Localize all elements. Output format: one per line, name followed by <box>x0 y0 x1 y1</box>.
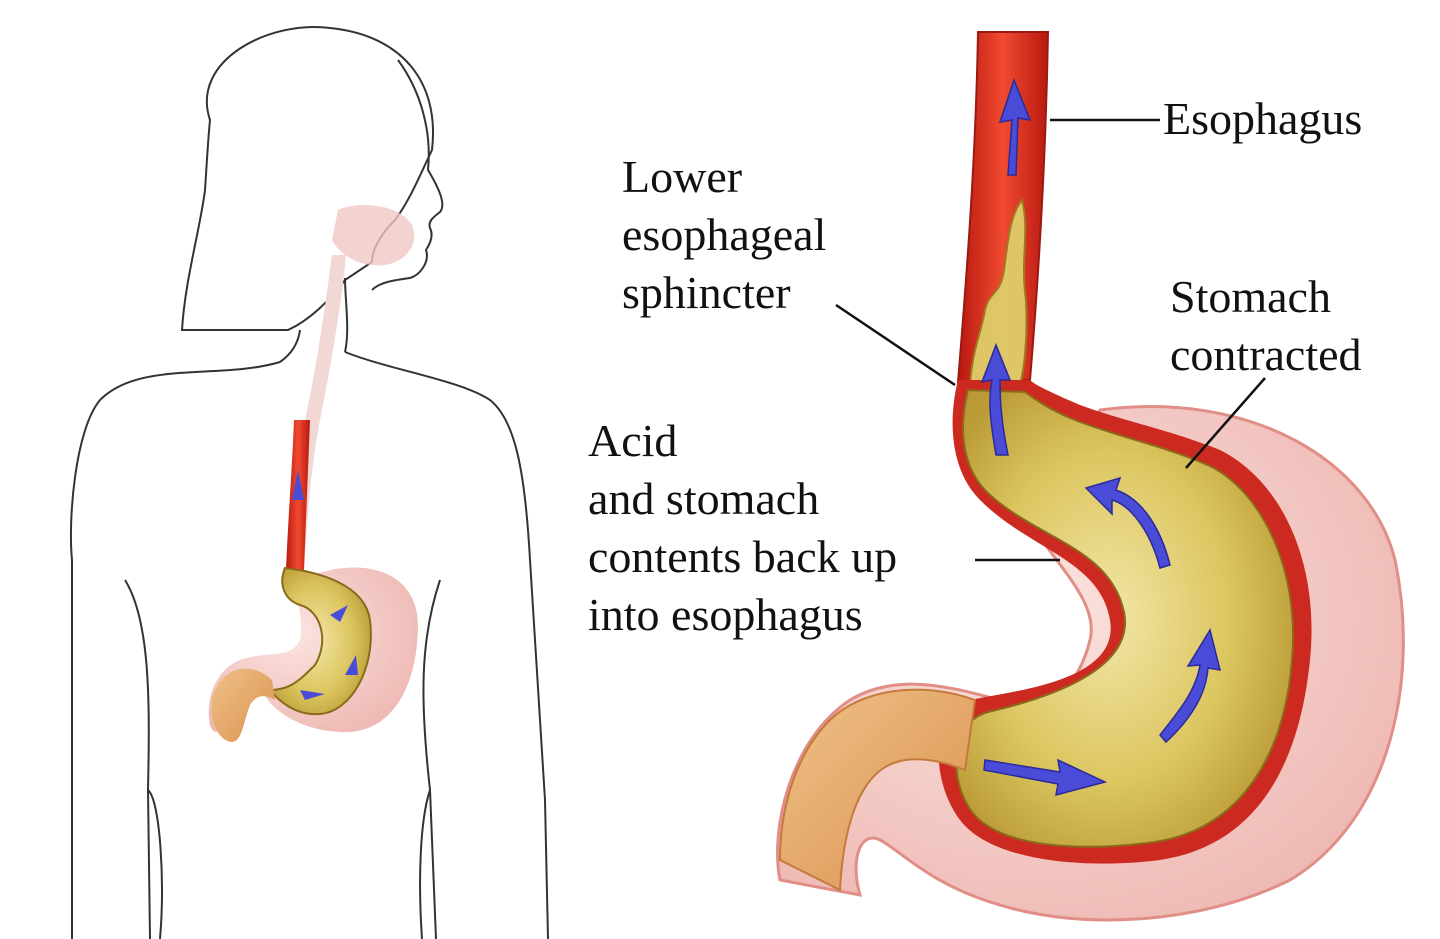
mouth-cavity <box>332 205 415 266</box>
arm-line-left <box>124 579 151 939</box>
label-esophagus: Esophagus <box>1163 90 1362 148</box>
arrow-right-stomach <box>1159 628 1222 744</box>
small-duodenum <box>211 668 275 742</box>
small-arrows <box>292 470 358 700</box>
leader-lines <box>835 118 1266 562</box>
label-acid-backup: Acid and stomach contents back up into e… <box>588 412 897 644</box>
esophagus-reflux <box>968 197 1028 386</box>
leader-sphincter <box>835 303 956 387</box>
label-sphincter-line-3: sphincter <box>622 267 791 318</box>
label-sphincter-line-1: Lower <box>622 151 743 202</box>
reflux-arrows <box>980 77 1222 797</box>
label-esophagus-line-1: Esophagus <box>1163 93 1363 144</box>
leader-stomach <box>1185 377 1266 469</box>
hair-outline <box>180 26 434 331</box>
duodenum <box>778 688 977 892</box>
small-stomach-fluid <box>267 566 372 716</box>
neck-outline <box>279 277 349 363</box>
small-arrow-3 <box>345 655 358 675</box>
arm-line-right <box>422 579 441 939</box>
label-acid-line-1: Acid <box>588 415 678 466</box>
label-acid-line-2: and stomach <box>588 473 820 524</box>
human-torso-outline <box>69 26 549 939</box>
stomach-fluid <box>955 388 1294 848</box>
waist-left <box>147 789 163 939</box>
label-stomach-contracted: Stomach contracted <box>1170 268 1362 384</box>
label-sphincter-line-2: esophageal <box>622 209 827 260</box>
arrow-esophagus <box>998 77 1032 176</box>
label-stomach-line-2: contracted <box>1170 329 1362 380</box>
small-arrow-2 <box>330 605 348 622</box>
torso-outline <box>69 351 549 939</box>
arrow-bottom-stomach <box>983 758 1108 797</box>
small-arrow-1 <box>292 470 304 500</box>
face-profile <box>371 59 444 291</box>
label-lower-esophageal-sphincter: Lower esophageal sphincter <box>622 148 826 322</box>
waist-right <box>419 789 431 939</box>
label-stomach-line-1: Stomach <box>1170 271 1331 322</box>
small-arrow-4 <box>300 690 325 700</box>
arrow-sphincter <box>980 342 1012 456</box>
arrow-upper-stomach <box>1084 476 1171 569</box>
label-acid-line-4: into esophagus <box>588 589 863 640</box>
label-acid-line-3: contents back up <box>588 531 898 582</box>
